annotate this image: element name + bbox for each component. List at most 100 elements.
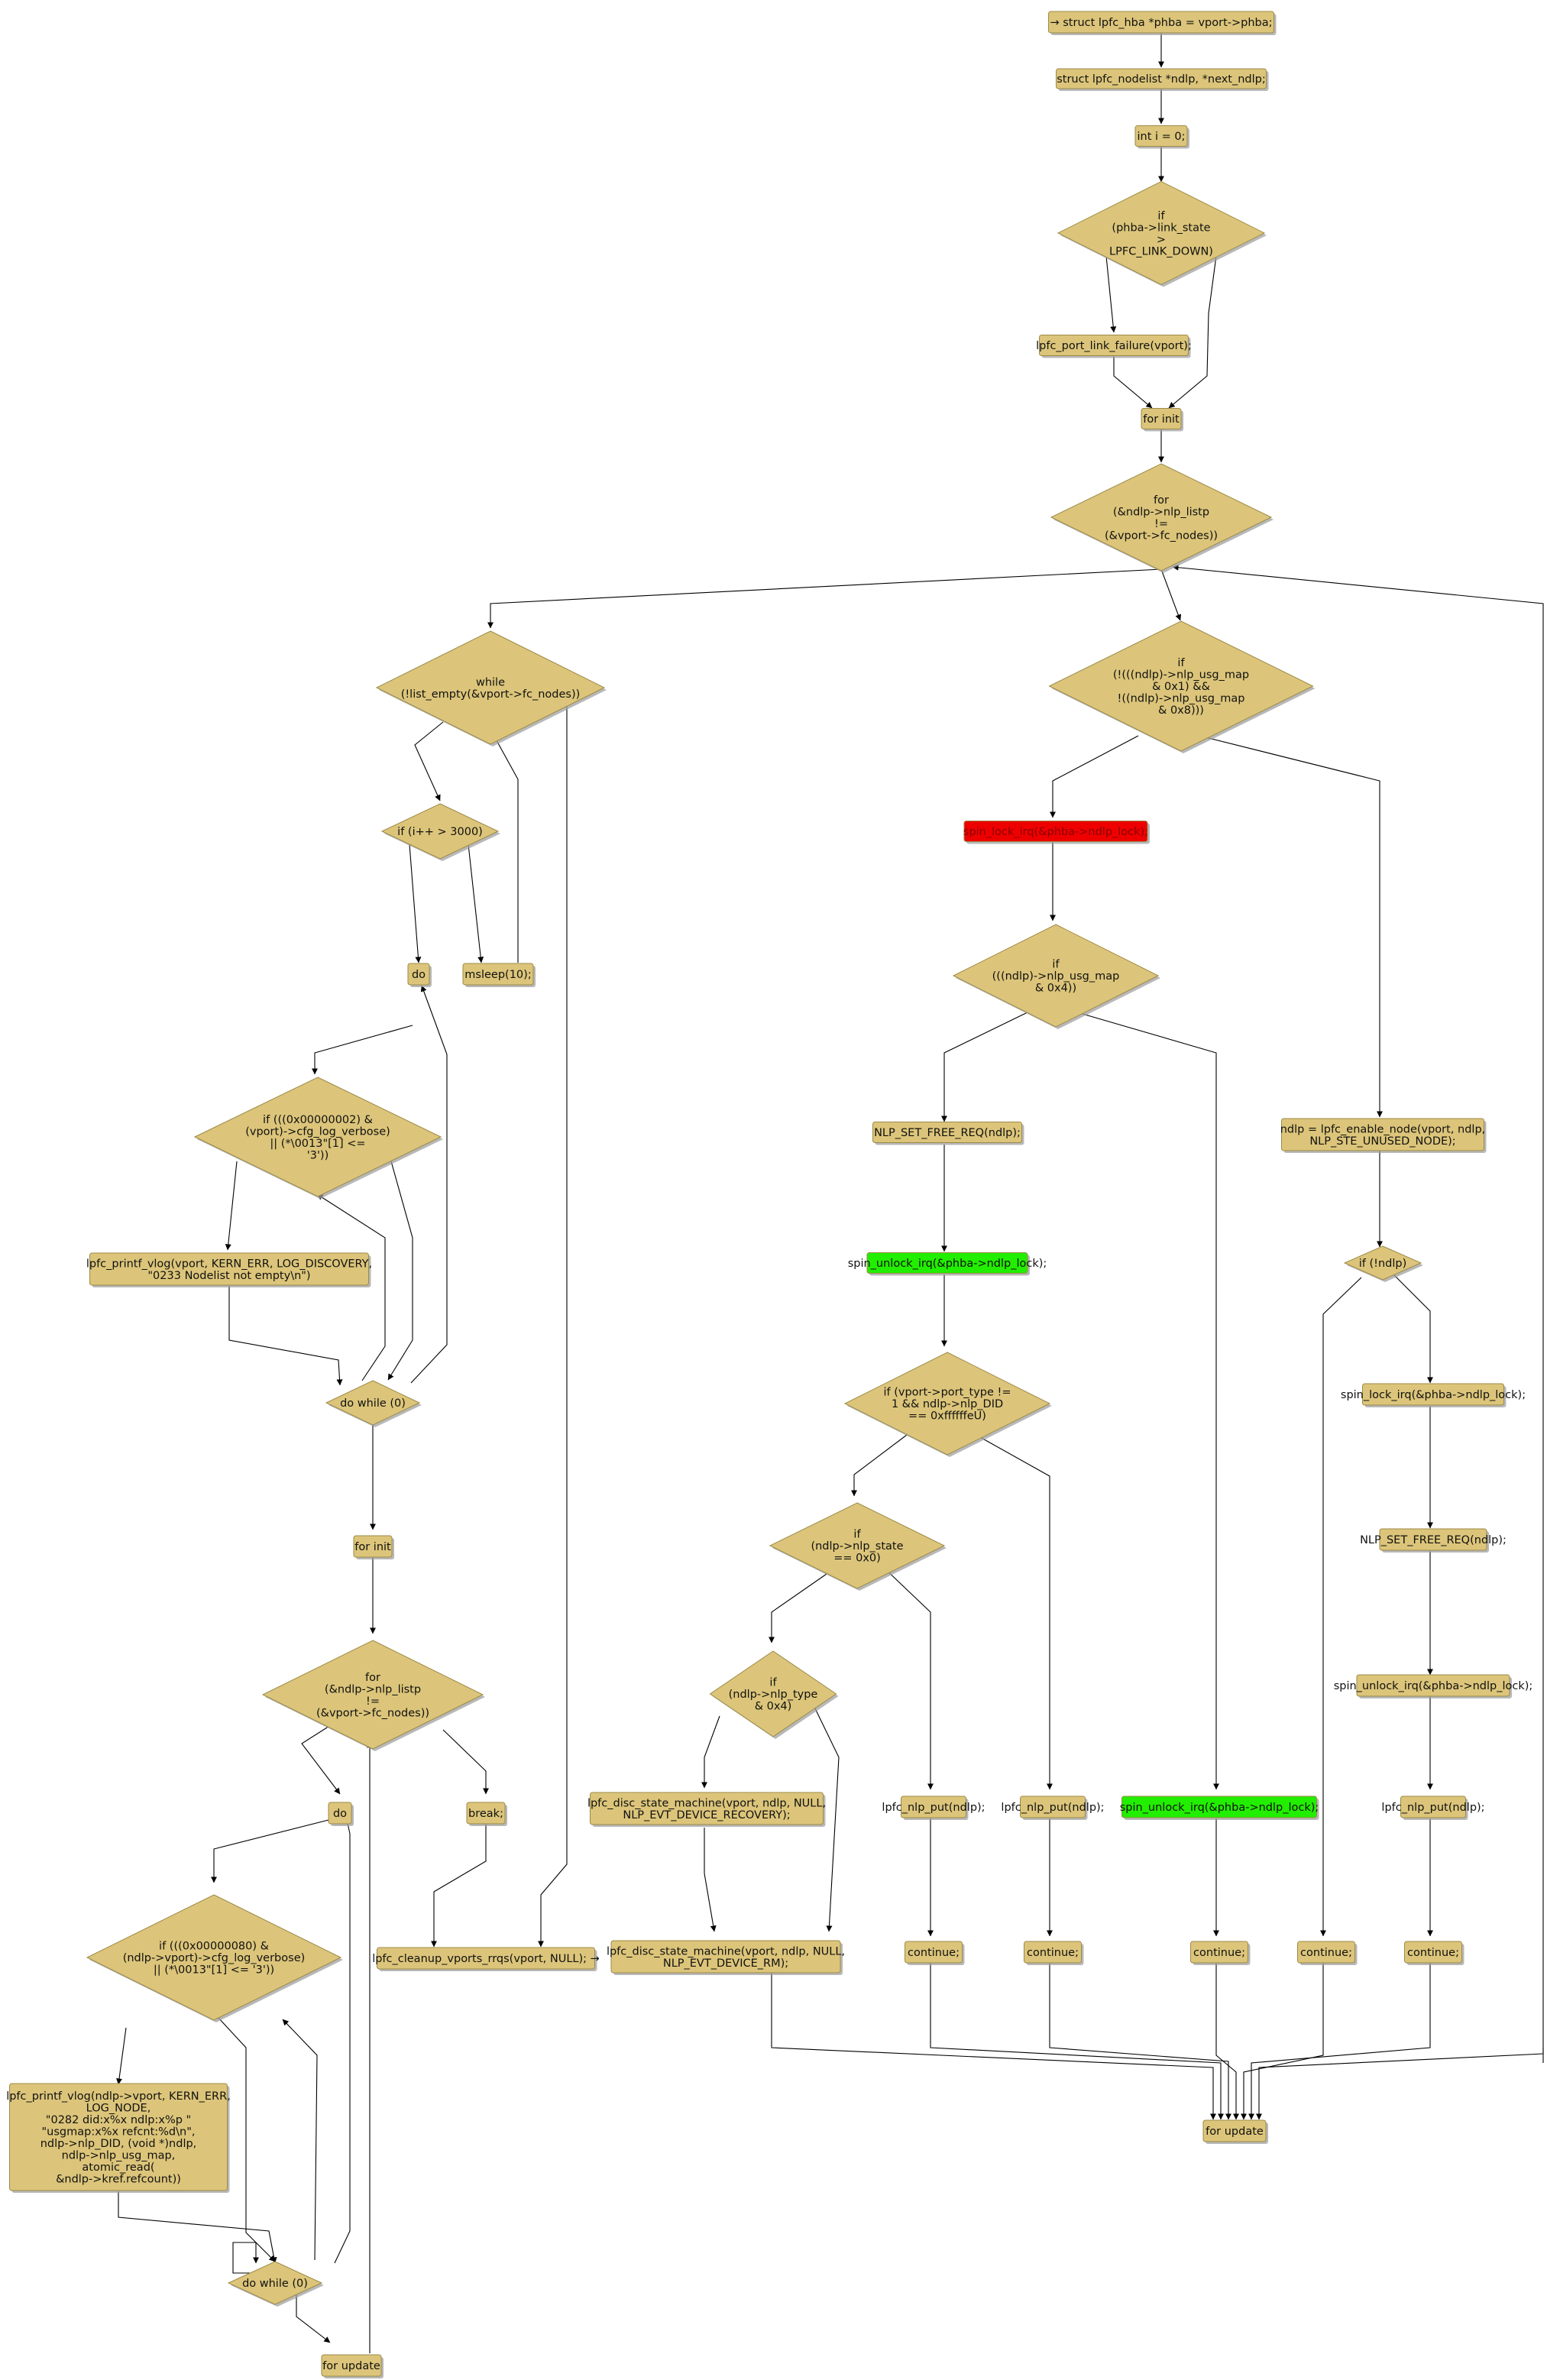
node-label: NLP_SET_FREE_REQ(ndlp);	[1360, 1534, 1507, 1546]
node-label: for init	[1143, 413, 1180, 426]
node-label: !=	[366, 1695, 380, 1708]
edge	[442, 1729, 489, 1795]
process-box	[1202, 2119, 1267, 2142]
node-label: (&ndlp->nlp_listp	[1113, 506, 1209, 518]
edge	[1393, 1274, 1433, 1384]
node-label: for init	[354, 1541, 391, 1553]
process-box	[963, 821, 1148, 842]
flow-node-r1: if(!(((ndlp)->nlp_usg_map& 0x1) &&!((ndl…	[1048, 620, 1316, 753]
edge	[1320, 1277, 1362, 1937]
decision-diamond	[709, 1650, 837, 1737]
node-label: 1 && ndlp->nlp_DID	[892, 1398, 1003, 1410]
process-box	[1020, 1796, 1086, 1818]
node-label: if (((0x00000002) &	[263, 1114, 373, 1126]
node-label: lpfc_printf_vlog(vport, KERN_ERR, LOG_DI…	[86, 1258, 372, 1270]
node-label: (ndlp->vport)->cfg_log_verbose)	[123, 1952, 306, 1964]
edge	[492, 733, 519, 963]
flow-node-n4: if(phba->link_state>LPFC_LINK_DOWN)	[1057, 180, 1267, 287]
node-label: LOG_NODE,	[86, 2102, 151, 2114]
flow-node-r12: continue;	[905, 1941, 965, 1965]
node-label: atomic_read(	[82, 2161, 154, 2174]
node-label: do	[333, 1808, 347, 1820]
edge	[431, 1818, 487, 1948]
flow-node-w16: for update	[321, 2354, 384, 2378]
flow-node-w8: for init	[353, 1535, 394, 1559]
node-label: spin_lock_irq(&phba->ndlp_lock);	[963, 826, 1148, 838]
process-box	[1039, 335, 1189, 356]
flow-node-r10: lpfc_disc_state_machine(vport, ndlp, NUL…	[607, 1940, 845, 1975]
node-label: !=	[1154, 518, 1168, 530]
node-label: lpfc_nlp_put(ndlp);	[882, 1802, 985, 1814]
process-box	[866, 1252, 1028, 1274]
process-box	[1379, 1528, 1487, 1551]
edge	[312, 1025, 413, 1075]
edge	[468, 844, 484, 963]
flow-node-r2: spin_lock_irq(&phba->ndlp_lock);	[963, 821, 1150, 844]
edge	[771, 1970, 1216, 2120]
process-box	[328, 1802, 352, 1825]
node-label: LPFC_LINK_DOWN)	[1109, 245, 1213, 257]
process-box	[377, 1947, 595, 1970]
process-box	[321, 2354, 382, 2377]
flow-node-w9: for(&ndlp->nlp_listp!=(&vport->fc_nodes)…	[261, 1640, 485, 1751]
edge	[1076, 1012, 1219, 1790]
edge	[882, 1566, 934, 1790]
node-label: if (((0x00000080) &	[159, 1941, 269, 1953]
edge	[704, 1828, 717, 1932]
process-box	[1190, 1941, 1248, 1964]
node-label: (&vport->fc_nodes))	[1105, 529, 1218, 542]
process-box	[590, 1792, 824, 1825]
flow-node-w10: do	[328, 1802, 354, 1826]
edges	[116, 32, 1544, 2353]
process-box	[1400, 1796, 1466, 1818]
node-label: continue;	[1027, 1947, 1079, 1959]
node-label: do	[412, 969, 426, 981]
edge	[282, 2019, 318, 2261]
node-label: NLP_EVT_DEVICE_RM);	[663, 1957, 788, 1970]
edge	[225, 1161, 238, 1251]
node-label: spin_unlock_irq(&phba->ndlp_lock);	[1334, 1680, 1533, 1692]
process-box	[466, 1802, 506, 1825]
node-label: if	[1177, 657, 1185, 669]
flow-node-r25: for update	[1202, 2119, 1268, 2144]
node-label: & 0x4)	[755, 1701, 792, 1713]
edge	[1049, 1961, 1231, 2120]
node-label: & 0x4))	[1035, 983, 1076, 995]
edge	[410, 985, 448, 1384]
flow-node-r13: lpfc_nlp_put(ndlp);	[1001, 1796, 1105, 1820]
edge	[414, 721, 444, 801]
process-box	[905, 1941, 963, 1964]
node-label: lpfc_disc_state_machine(vport, ndlp, NUL…	[607, 1945, 845, 1957]
edge	[301, 1723, 341, 1795]
flow-node-w5: if (((0x00000002) &(vport)->cfg_log_verb…	[193, 1077, 443, 1199]
process-box	[1297, 1941, 1355, 1964]
edge	[973, 1433, 1053, 1790]
process-box	[901, 1796, 966, 1818]
decision-diamond	[1050, 463, 1273, 572]
node-label: continue;	[1193, 1947, 1245, 1959]
node-label: (&vport->fc_nodes))	[316, 1707, 429, 1719]
node-label: spin_unlock_irq(&phba->ndlp_lock);	[848, 1258, 1047, 1270]
flow-node-w2: if (i++ > 3000)	[380, 803, 500, 861]
process-box	[1048, 11, 1274, 34]
decision-diamond	[325, 1380, 421, 1426]
node-label: → struct lpfc_hba *phba = vport->phba;	[1050, 17, 1272, 29]
node-label: (vport)->cfg_log_verbose)	[245, 1125, 390, 1138]
flow-node-w15: do while (0)	[227, 2261, 324, 2307]
node-label: do while (0)	[340, 1397, 406, 1410]
process-box	[1056, 68, 1267, 89]
node-label: spin_unlock_irq(&phba->ndlp_lock);	[1120, 1802, 1319, 1814]
node-label: NLP_EVT_DEVICE_RECOVERY);	[623, 1809, 790, 1821]
edge	[409, 844, 422, 963]
decision-diamond	[843, 1352, 1051, 1456]
decision-diamond	[1343, 1245, 1422, 1281]
node-label: == 0x0)	[833, 1553, 881, 1565]
node-label: >	[1157, 234, 1166, 246]
edge	[232, 2242, 259, 2274]
node-label: break;	[468, 1808, 503, 1820]
flow-node-w4: msleep(10);	[462, 963, 536, 987]
node-label: == 0xffffffeU)	[908, 1410, 986, 1423]
node-label: '3'))	[307, 1149, 329, 1161]
node-label: lpfc_port_link_failure(vport);	[1036, 340, 1192, 352]
